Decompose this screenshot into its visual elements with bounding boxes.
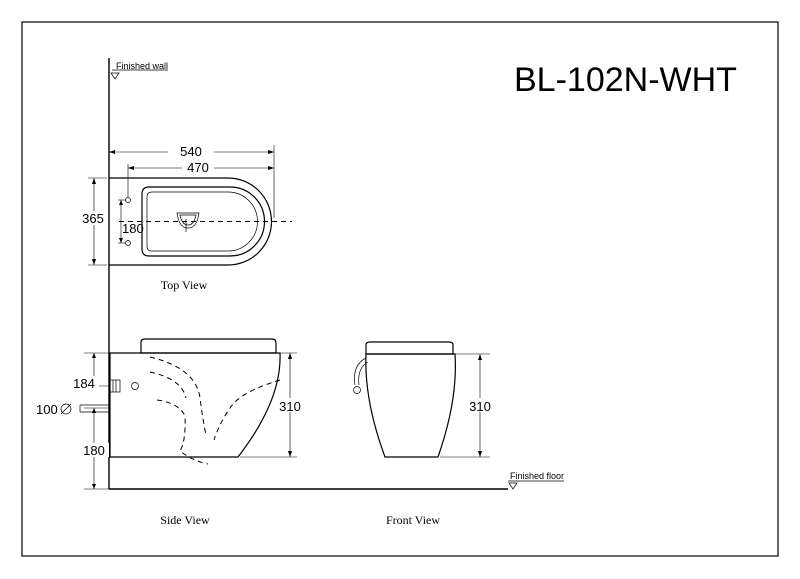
diameter-icon [60, 403, 72, 415]
bolt-hole-bottom [125, 240, 131, 246]
side-view: 184 100 180 310 [36, 338, 306, 490]
side-view-bowl [109, 352, 281, 458]
bolt-hole-top [125, 197, 131, 203]
dim-top-180: 180 [122, 221, 144, 236]
top-view-outline [109, 177, 273, 266]
dim-top-365: 365 [82, 211, 104, 226]
dim-top-470: 470 [187, 160, 209, 175]
dim-top-540: 540 [180, 144, 202, 159]
front-view-seat [365, 341, 454, 355]
side-view-inlet [109, 379, 139, 393]
finished-wall-marker [110, 69, 168, 80]
drawing-frame [21, 21, 779, 557]
front-view-label: Front View [386, 513, 440, 527]
side-view-label: Side View [160, 513, 210, 527]
dim-side-100: 100 [36, 402, 58, 417]
side-view-seat [140, 338, 277, 354]
dim-side-310: 310 [279, 399, 301, 414]
top-view-seat-edge [146, 191, 258, 252]
dim-side-184: 184 [73, 376, 95, 391]
front-view-hose [353, 357, 369, 394]
drain-icon [176, 212, 200, 232]
top-view-label: Top View [161, 278, 208, 292]
dim-side-180: 180 [83, 443, 105, 458]
top-view-inner-rim [141, 186, 266, 257]
model-title: BL-102N-WHT [514, 61, 737, 99]
side-view-trapway [149, 356, 281, 465]
dim-front-310: 310 [469, 399, 491, 414]
finished-floor-marker [508, 480, 564, 490]
finished-floor-label: Finished floor [510, 471, 564, 481]
front-view-bowl [365, 353, 456, 458]
top-view: 540 470 365 180 [78, 143, 292, 266]
finished-wall-label: Finished wall [116, 61, 168, 71]
front-view: 310 [353, 341, 495, 458]
